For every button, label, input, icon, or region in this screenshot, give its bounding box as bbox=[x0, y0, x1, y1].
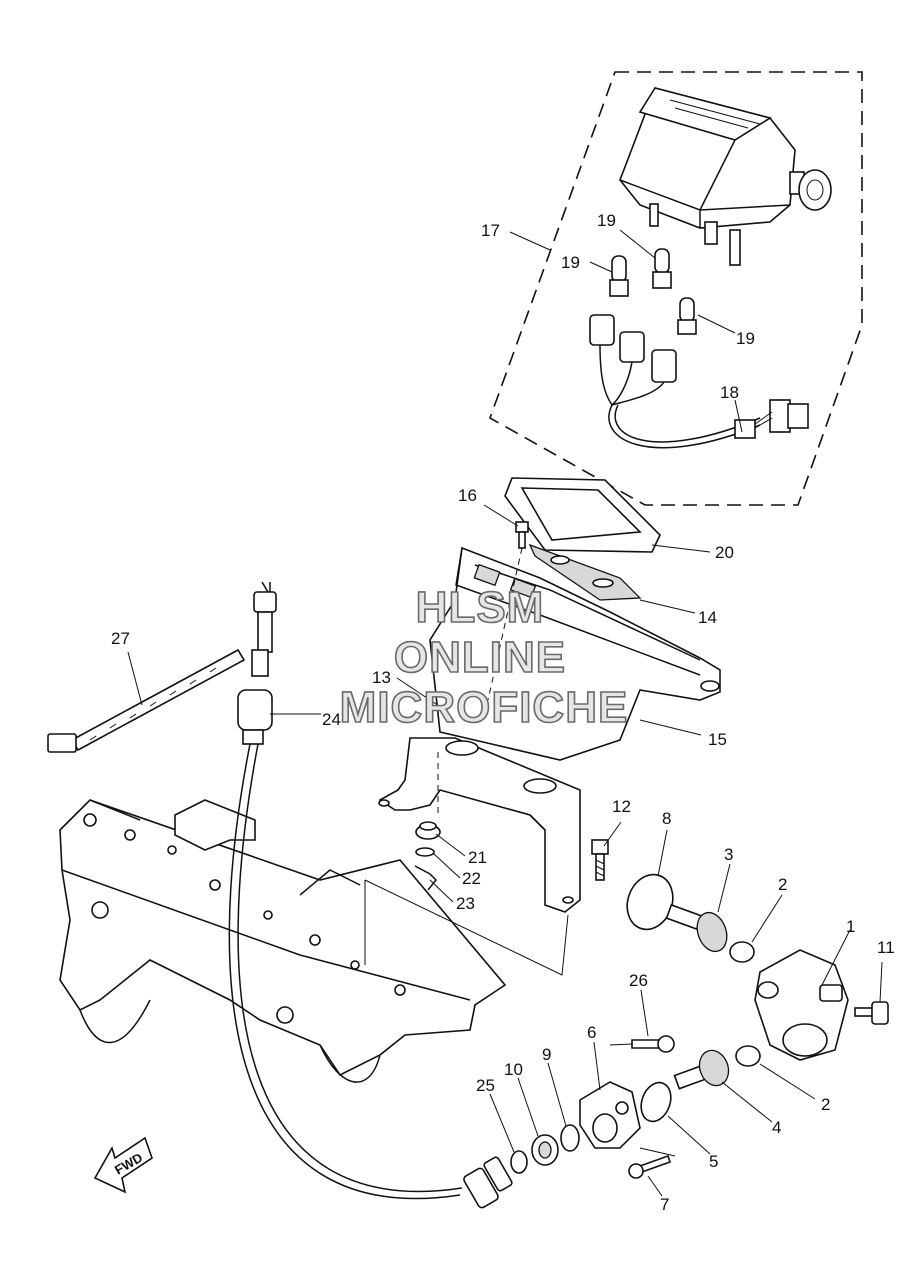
callout-27: 27 bbox=[111, 629, 130, 648]
screw-26 bbox=[609, 1035, 675, 1053]
o-ring-8 bbox=[626, 873, 674, 931]
meter-cover bbox=[504, 477, 661, 553]
callout-13: 13 bbox=[372, 668, 391, 687]
bolt-12 bbox=[591, 839, 609, 881]
callout-20: 20 bbox=[715, 543, 734, 562]
callout-10: 10 bbox=[504, 1060, 523, 1079]
watermark-line-1: HLSM bbox=[416, 583, 545, 632]
bulb-middle bbox=[652, 248, 672, 289]
o-ring-25 bbox=[510, 1150, 528, 1174]
callout-1: 1 bbox=[846, 917, 855, 936]
o-ring-5 bbox=[640, 1081, 672, 1123]
washer-22 bbox=[415, 847, 435, 857]
bolt-11 bbox=[854, 1001, 889, 1025]
callout-25: 25 bbox=[476, 1076, 495, 1095]
gear-4 bbox=[673, 1049, 730, 1090]
gear-housing-1 bbox=[754, 949, 849, 1061]
callout-2-lower: 2 bbox=[821, 1095, 830, 1114]
seal-10 bbox=[531, 1134, 559, 1166]
gear-3 bbox=[665, 903, 728, 953]
bulb-left bbox=[609, 255, 629, 297]
callout-23: 23 bbox=[456, 894, 475, 913]
callout-11: 11 bbox=[877, 938, 895, 957]
meter-housing bbox=[429, 546, 721, 761]
pin-23 bbox=[414, 865, 438, 891]
screw-7 bbox=[628, 1147, 676, 1179]
wire-harness bbox=[589, 314, 809, 449]
meter-assembly-boundary bbox=[489, 71, 863, 506]
bulb-right bbox=[677, 297, 697, 335]
callout-19-middle: 19 bbox=[597, 211, 616, 230]
washer-9 bbox=[560, 1124, 580, 1152]
bush-2-upper bbox=[729, 941, 755, 963]
callout-17: 17 bbox=[481, 221, 500, 240]
mount-line-1 bbox=[364, 879, 569, 976]
callout-18: 18 bbox=[720, 383, 739, 402]
bush-2-lower bbox=[735, 1045, 761, 1067]
callout-24: 24 bbox=[322, 710, 341, 729]
callout-4: 4 bbox=[772, 1118, 781, 1137]
callout-26: 26 bbox=[629, 971, 648, 990]
leader-lines bbox=[127, 229, 883, 1197]
callout-7: 7 bbox=[660, 1195, 669, 1214]
speedometer-cable bbox=[228, 581, 513, 1209]
fwd-arrow-icon: FWD bbox=[93, 1136, 153, 1194]
cable-tie bbox=[47, 648, 246, 753]
watermark-line-2: ONLINE bbox=[394, 633, 566, 682]
meter-gasket bbox=[528, 543, 642, 601]
callout-15: 15 bbox=[708, 730, 727, 749]
callout-12: 12 bbox=[612, 797, 631, 816]
callout-9: 9 bbox=[542, 1045, 551, 1064]
callout-2-upper: 2 bbox=[778, 875, 787, 894]
grommet-21 bbox=[415, 821, 441, 840]
callout-8: 8 bbox=[662, 809, 671, 828]
gear-bracket-6 bbox=[579, 1081, 641, 1149]
callout-16: 16 bbox=[458, 486, 477, 505]
steering-frame bbox=[59, 799, 507, 1083]
meter-bracket bbox=[378, 737, 581, 913]
callout-3: 3 bbox=[724, 845, 733, 864]
callout-21: 21 bbox=[468, 848, 487, 867]
meter-assembly bbox=[619, 87, 832, 266]
callout-22: 22 bbox=[462, 869, 481, 888]
callout-19-right: 19 bbox=[736, 329, 755, 348]
watermark: HLSM ONLINE MICROFICHE bbox=[339, 582, 629, 733]
callouts: 17 19 19 19 18 16 20 14 13 27 24 15 12 8… bbox=[111, 211, 895, 1214]
callout-14: 14 bbox=[698, 608, 717, 627]
callout-5: 5 bbox=[709, 1152, 718, 1171]
watermark-line-3: MICROFICHE bbox=[340, 683, 629, 732]
callout-19-left: 19 bbox=[561, 253, 580, 272]
callout-6: 6 bbox=[587, 1023, 596, 1042]
screw-16 bbox=[487, 521, 529, 701]
